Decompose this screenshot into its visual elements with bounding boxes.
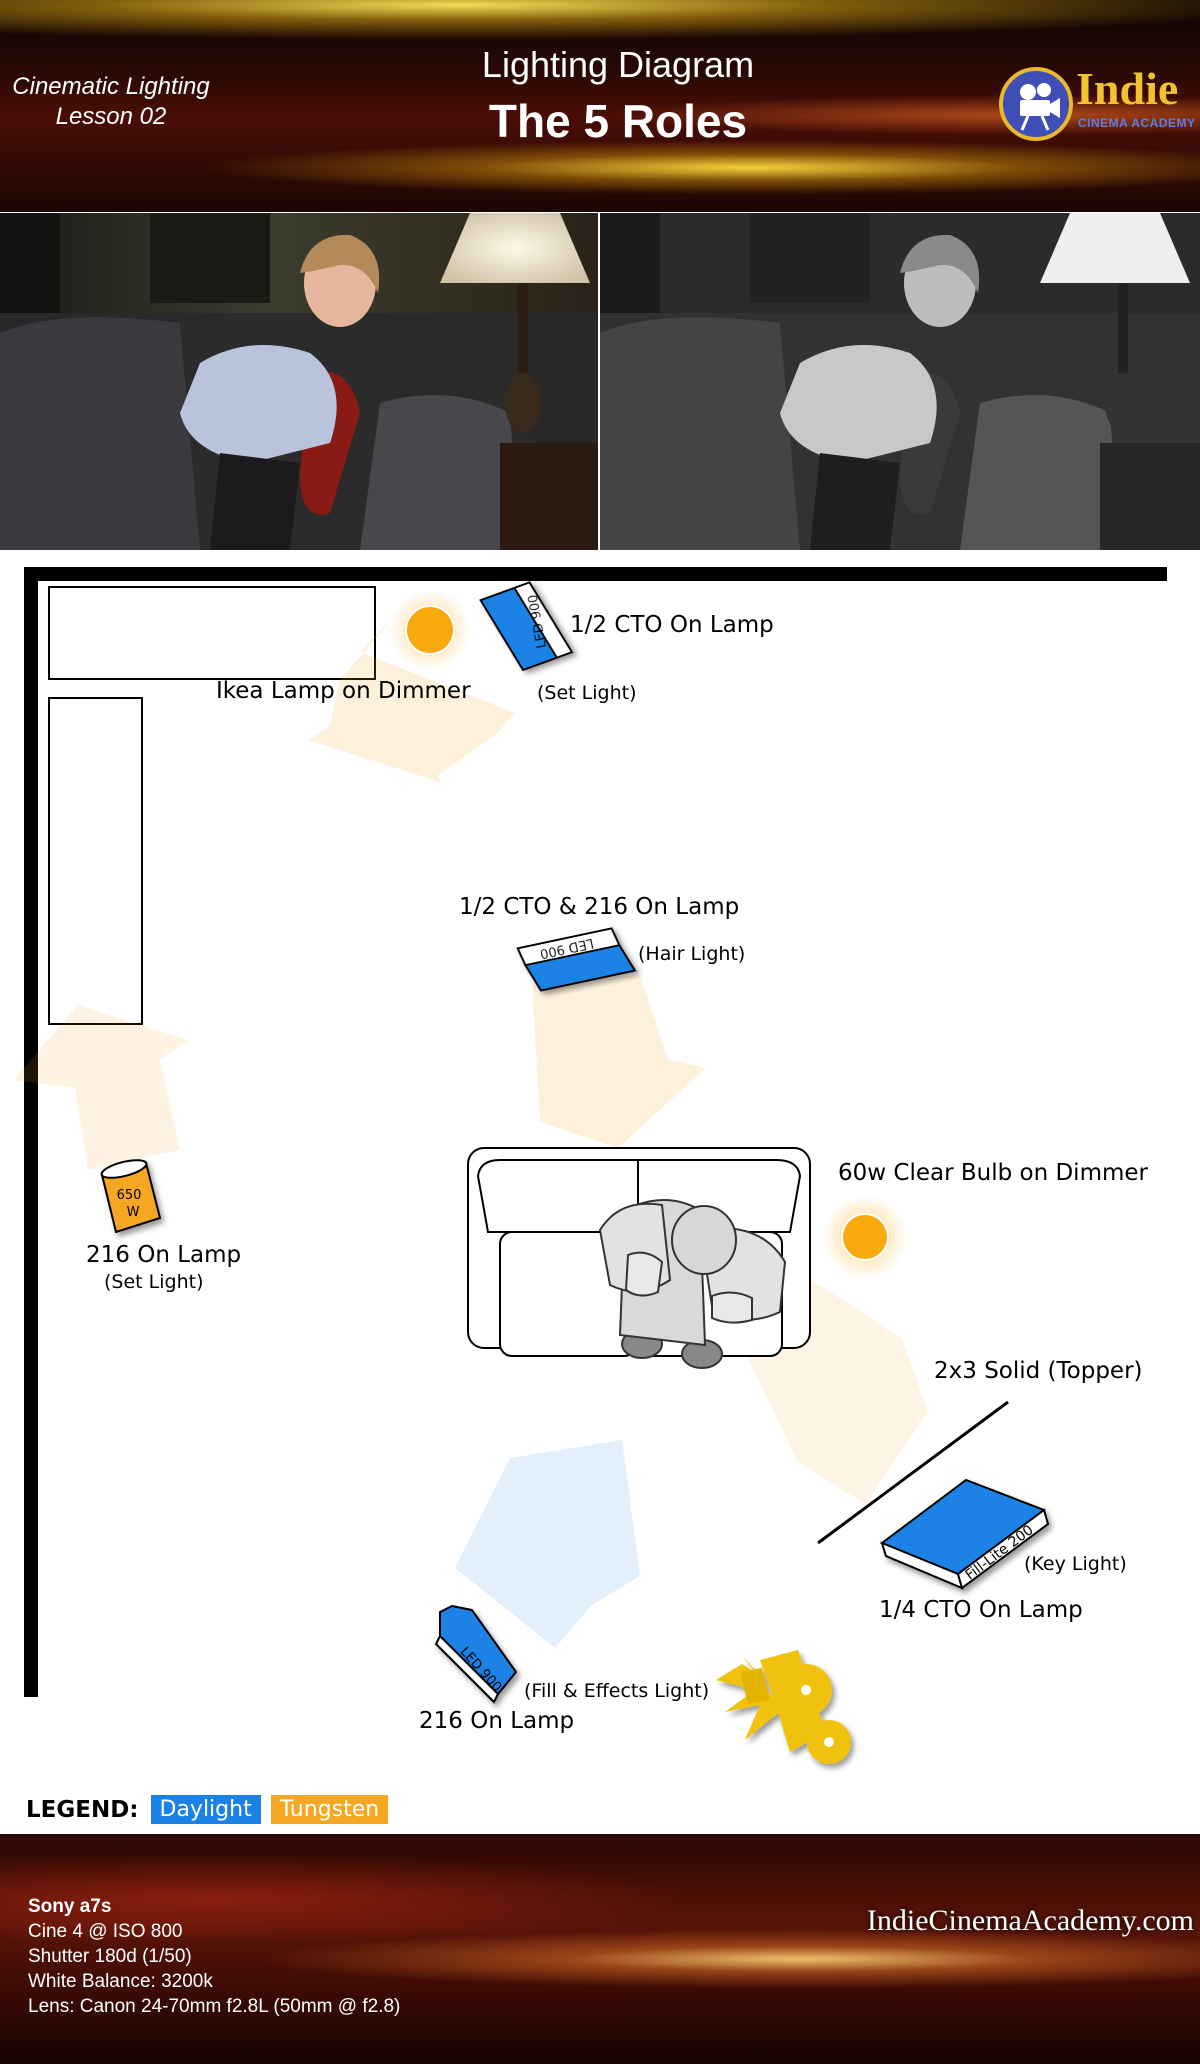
subject-person-icon <box>598 1199 787 1369</box>
lesson-number: Lesson 02 <box>55 103 167 130</box>
label-key-cto: 1/4 CTO On Lamp <box>879 1597 1083 1623</box>
label-clear-bulb: 60w Clear Bulb on Dimmer <box>838 1160 1148 1186</box>
label-ikea-lamp: Ikea Lamp on Dimmer <box>216 678 471 704</box>
led-fill-light-icon: LED 900 <box>434 1604 518 1704</box>
beam-tungsten-set <box>14 1005 188 1170</box>
led-hair-light-icon: LED 900 <box>516 927 637 992</box>
logo-wordmark: Indie <box>1076 63 1179 114</box>
led-set-light-icon: LED 900 <box>479 581 574 672</box>
furniture-top <box>48 586 376 680</box>
label-tungsten: 216 On Lamp <box>86 1242 242 1268</box>
camera-settings: Sony a7s Cine 4 @ ISO 800 Shutter 180d (… <box>28 1894 400 2019</box>
solid-topper-flag <box>817 1400 1009 1545</box>
film-camera-logo-icon <box>999 67 1073 141</box>
beam-ikea-lamp <box>308 612 515 782</box>
label-tungsten-role: (Set Light) <box>104 1271 204 1293</box>
website-link[interactable]: IndieCinemaAcademy.com <box>866 1904 1194 1937</box>
furniture-left <box>48 697 143 1025</box>
legend-item-daylight: Daylight <box>150 1795 261 1824</box>
tungsten-watts-top: 650 <box>117 1188 142 1203</box>
header-banner: Cinematic Lighting Lesson 02 Lighting Di… <box>0 0 1200 212</box>
camera-setting-line: Cine 4 @ ISO 800 <box>28 1921 183 1942</box>
label-fill: 216 On Lamp <box>419 1708 575 1734</box>
tungsten-watts-bottom: W <box>127 1205 140 1220</box>
footer-banner: Sony a7s Cine 4 @ ISO 800 Shutter 180d (… <box>0 1834 1200 2064</box>
label-key-role: (Key Light) <box>1024 1553 1127 1575</box>
frame-color-photo <box>0 213 598 550</box>
clear-bulb-icon <box>841 1213 889 1261</box>
film-camera-icon <box>716 1650 851 1764</box>
legend-title: LEGEND: <box>26 1796 139 1823</box>
page-subtitle: The 5 Roles <box>488 95 748 147</box>
label-fill-role: (Fill & Effects Light) <box>524 1680 710 1702</box>
logo-subtitle: CINEMA ACADEMY <box>1078 116 1196 130</box>
label-hair-role: (Hair Light) <box>638 943 746 965</box>
camera-model: Sony a7s <box>28 1896 112 1917</box>
beam-fill-light <box>455 1440 640 1648</box>
page-title: Lighting Diagram <box>481 44 755 85</box>
wall-top <box>24 567 1167 581</box>
indie-cinema-academy-logo: Indie CINEMA ACADEMY <box>998 63 1198 141</box>
camera-setting-line: Lens: Canon 24-70mm f2.8L (50mm @ f2.8) <box>28 1996 401 2017</box>
wall-left <box>24 567 38 1697</box>
label-led-set-role: (Set Light) <box>537 682 637 704</box>
label-hair-cto: 1/2 CTO & 216 On Lamp <box>459 894 740 920</box>
label-solid-topper: 2x3 Solid (Topper) <box>934 1358 1143 1384</box>
legend-item-tungsten: Tungsten <box>270 1795 389 1824</box>
lighting-diagram: LED 900 LED 900 650 W <box>14 567 1167 1764</box>
beam-hair-light <box>532 975 706 1148</box>
camera-setting-line: Shutter 180d (1/50) <box>28 1946 192 1967</box>
legend: LEGEND: Daylight Tungsten <box>26 1795 389 1824</box>
course-name: Cinematic Lighting <box>12 73 210 100</box>
camera-setting-line: White Balance: 3200k <box>28 1971 213 1992</box>
tungsten-650w-icon: 650 W <box>100 1159 162 1234</box>
label-led-set-cto: 1/2 CTO On Lamp <box>570 612 774 638</box>
ikea-lamp-bulb-icon <box>405 605 455 655</box>
frame-bw-photo <box>600 213 1200 550</box>
lesson-info: Cinematic Lighting Lesson 02 <box>0 72 222 132</box>
